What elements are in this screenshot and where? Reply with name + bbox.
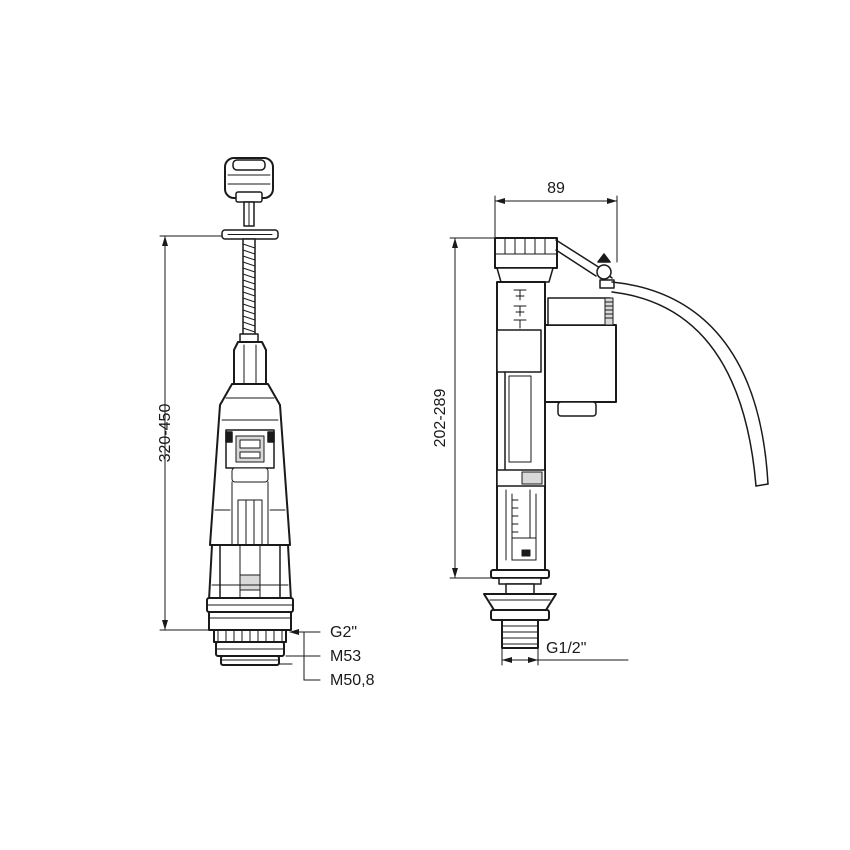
fill-valve-tube — [496, 281, 546, 573]
fill-valve-refill-tube — [611, 281, 769, 485]
flush-valve-cage — [206, 544, 294, 631]
fill-valve-top — [494, 237, 558, 283]
flush-valve-button — [224, 157, 274, 203]
fill-valve-thread-dimension: G1/2" — [501, 640, 629, 666]
fill-valve-height-label: 202-289 — [432, 389, 449, 448]
flush-valve-thread-callouts: G2" M53 M50,8 — [278, 624, 375, 689]
thread-label-g2: G2" — [330, 624, 357, 641]
fill-valve-height-dimension: 202-289 — [432, 237, 496, 579]
fill-valve-float — [539, 297, 617, 417]
fill-valve-width-label: 89 — [547, 180, 565, 197]
fill-valve-thread-label: G1/2" — [546, 640, 586, 657]
flush-valve-thread — [213, 629, 287, 666]
fill-valve-base — [483, 569, 557, 649]
fill-valve-drawing: 89 202-289 G1/2" — [432, 180, 769, 666]
flush-valve-height-dimension: 320-450 — [157, 235, 291, 631]
flush-valve-body — [209, 383, 291, 546]
fill-valve-width-dimension: 89 — [494, 180, 618, 263]
fill-valve-lever — [555, 239, 615, 289]
thread-label-m53: M53 — [330, 648, 361, 665]
thread-label-m50: M50,8 — [330, 672, 375, 689]
flush-valve-height-label: 320-450 — [157, 404, 174, 463]
flush-valve-drawing: 320-450 G2" M53 M50,8 — [157, 157, 375, 689]
flush-valve-plate — [221, 229, 279, 240]
flush-valve-rod — [239, 238, 259, 343]
